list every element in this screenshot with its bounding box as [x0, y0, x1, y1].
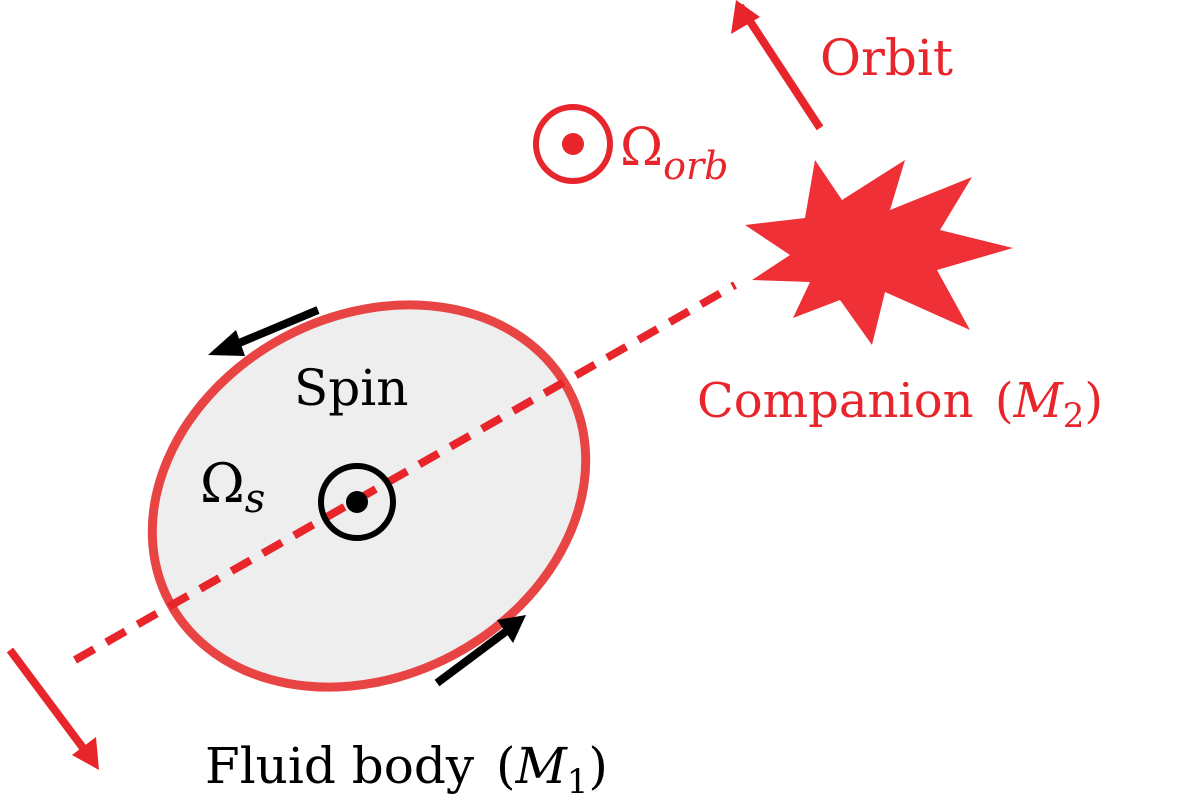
companion-close-paren: ): [1084, 373, 1103, 429]
orbit-axis-dot-icon: [562, 133, 584, 155]
spin-arrow-top: [230, 306, 320, 350]
orbit-axis-circle-icon: [533, 104, 613, 184]
fluid-close-paren: ): [588, 737, 608, 795]
omega-orb-subscript: orb: [663, 144, 728, 188]
omega-s-subscript: s: [245, 476, 266, 522]
orbit-arrowhead: [731, 0, 760, 34]
spin-label: Spin: [294, 359, 408, 417]
companion-starburst-icon: [745, 160, 1013, 345]
omega-s-symbol: Ω: [200, 452, 245, 515]
omega-orb-symbol: Ω: [620, 118, 663, 178]
omega-orb-label: Ωorb: [620, 118, 729, 188]
omega-s-label: Ωs: [200, 452, 265, 522]
reaction-arrow: [6, 647, 96, 763]
fluid-body-name: Fluid body: [205, 737, 475, 795]
orbit-arrow: [736, 3, 824, 131]
fluid-open-paren: (: [496, 737, 516, 795]
companion-label: Companion (M2): [697, 373, 1103, 436]
companion-open-paren: (: [995, 373, 1014, 429]
fluid-body-label: Fluid body (M1): [205, 737, 608, 802]
companion-name: Companion: [697, 373, 974, 429]
companion-mass-subscript: 2: [1063, 396, 1085, 436]
spin-arrow-top-head: [208, 330, 245, 356]
tidal-axis-dashed-line: [73, 281, 737, 664]
spin-arrow-bottom-head: [497, 615, 526, 643]
fluid-mass-subscript: 1: [567, 762, 589, 802]
spin-axis-dot-icon: [346, 491, 368, 513]
fluid-mass-symbol: M: [515, 737, 569, 795]
reaction-arrowhead: [72, 737, 99, 770]
orbit-label: Orbit: [820, 29, 953, 87]
spin-axis-circle-icon: [318, 463, 396, 541]
spin-arrow-bottom: [434, 626, 511, 687]
companion-mass-symbol: M: [1013, 373, 1065, 429]
